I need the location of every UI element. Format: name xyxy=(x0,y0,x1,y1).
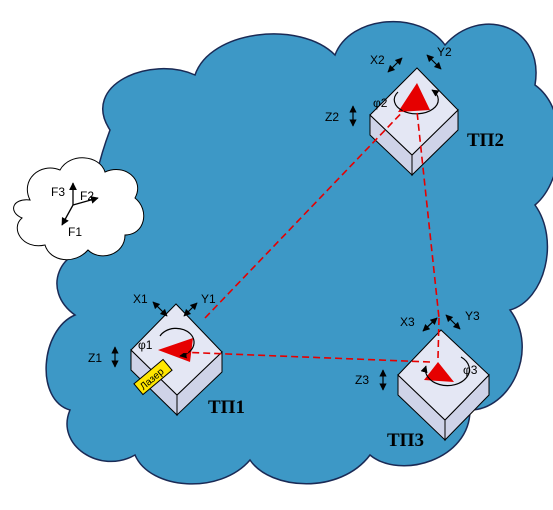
platform-3-x-arrow xyxy=(422,317,438,332)
platform-1-x-label: X1 xyxy=(133,292,148,306)
platform-3-x-label: X3 xyxy=(400,315,415,329)
platform-2-y-label: Y2 xyxy=(437,45,452,59)
platform-3-z-label: Z3 xyxy=(355,373,369,387)
platform-1-x-arrow xyxy=(152,301,168,317)
beam-3-to-1 xyxy=(177,351,431,363)
platform-2-triangle xyxy=(398,83,430,112)
platform-1-rotation-arrow xyxy=(159,327,195,359)
laser-tag-box xyxy=(133,358,173,396)
platform-1-name: ТП1 xyxy=(208,397,245,418)
beam-2-to-3 xyxy=(415,101,440,319)
platform-1-z-label: Z1 xyxy=(88,351,102,365)
platform-3-phi-label: φ3 xyxy=(463,363,478,377)
large-cloud xyxy=(45,20,553,485)
platform-2-phi-label: φ2 xyxy=(373,96,388,110)
f1-label: F1 xyxy=(68,225,82,239)
beam-1-to-2 xyxy=(204,101,413,319)
platform-1-phi-label: φ1 xyxy=(138,338,153,352)
platform-1-y-label: Y1 xyxy=(201,292,216,306)
force-cloud xyxy=(13,157,145,260)
platform-2: X2 Y2 Z2 φ2 ТП2 xyxy=(325,45,504,177)
platform-1-y-arrow xyxy=(183,302,198,317)
laser-beams xyxy=(177,101,440,363)
platform-3-rotation-arrow xyxy=(420,356,471,387)
f3-label: F3 xyxy=(51,185,65,199)
platform-3-y-label: Y3 xyxy=(465,309,480,323)
platform-2-rotation-arrow xyxy=(393,89,440,115)
f2-label: F2 xyxy=(80,189,94,203)
platform-3-triangle xyxy=(424,362,454,382)
platform-3-name: ТП3 xyxy=(387,430,424,451)
beam-3-to-1-b xyxy=(437,317,440,359)
platform-2-x-arrow xyxy=(387,57,403,73)
platform-2-z-label: Z2 xyxy=(325,110,339,124)
platform-3-y-arrow xyxy=(445,314,461,330)
platform-1: Лазер X1 Y1 Z1 φ1 ТП1 xyxy=(88,292,245,418)
platform-3: X3 Y3 Z3 φ3 ТП3 xyxy=(355,309,490,451)
f2-arrow xyxy=(72,196,99,206)
platform-2-y-arrow xyxy=(426,54,442,70)
platform-2-x-label: X2 xyxy=(370,53,385,67)
platform-2-name: ТП2 xyxy=(467,130,504,151)
f1-arrow xyxy=(61,204,74,226)
